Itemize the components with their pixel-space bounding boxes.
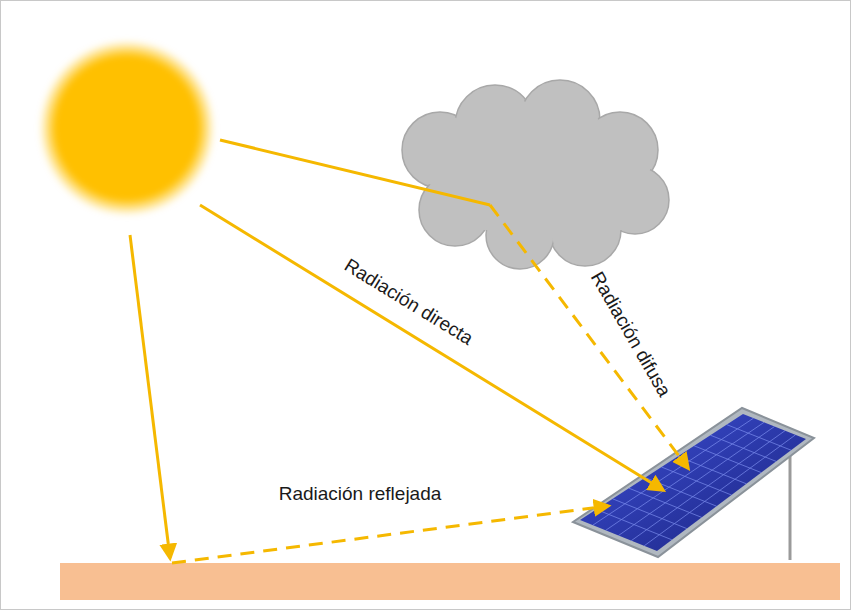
sun: [39, 40, 215, 216]
cloud: [402, 80, 669, 269]
solar-panel: [573, 408, 814, 557]
panel-cell-line: [727, 425, 791, 451]
diffuse-ray: [490, 205, 688, 468]
panel-cell-line: [644, 435, 795, 546]
ray-to-ground: [130, 235, 170, 558]
diffuse-radiation-label: Radiación difusa: [586, 268, 674, 400]
panel-cell-line: [710, 435, 776, 461]
panel-cell-line: [606, 422, 764, 530]
panel-cell-line: [629, 488, 702, 517]
panel-cell-line: [694, 446, 761, 473]
panel-cell-line: [619, 427, 775, 536]
ground-band: [60, 563, 840, 600]
panel-cell-line: [613, 499, 687, 529]
panel-cell-line: [593, 418, 754, 525]
panel-cell-line: [645, 478, 716, 507]
panel-cell-line: [662, 467, 732, 495]
reflected-ray: [172, 506, 608, 563]
panel-cell-line: [596, 509, 672, 539]
cloud-fill: [404, 82, 667, 267]
radiation-arrows: [130, 140, 688, 563]
ray-to-cloud: [220, 140, 490, 205]
panel-cell-line: [678, 456, 747, 483]
reflected-radiation-label: Radiación reflejada: [279, 484, 442, 505]
direct-ray: [200, 205, 663, 490]
panel-leg: [789, 445, 792, 560]
